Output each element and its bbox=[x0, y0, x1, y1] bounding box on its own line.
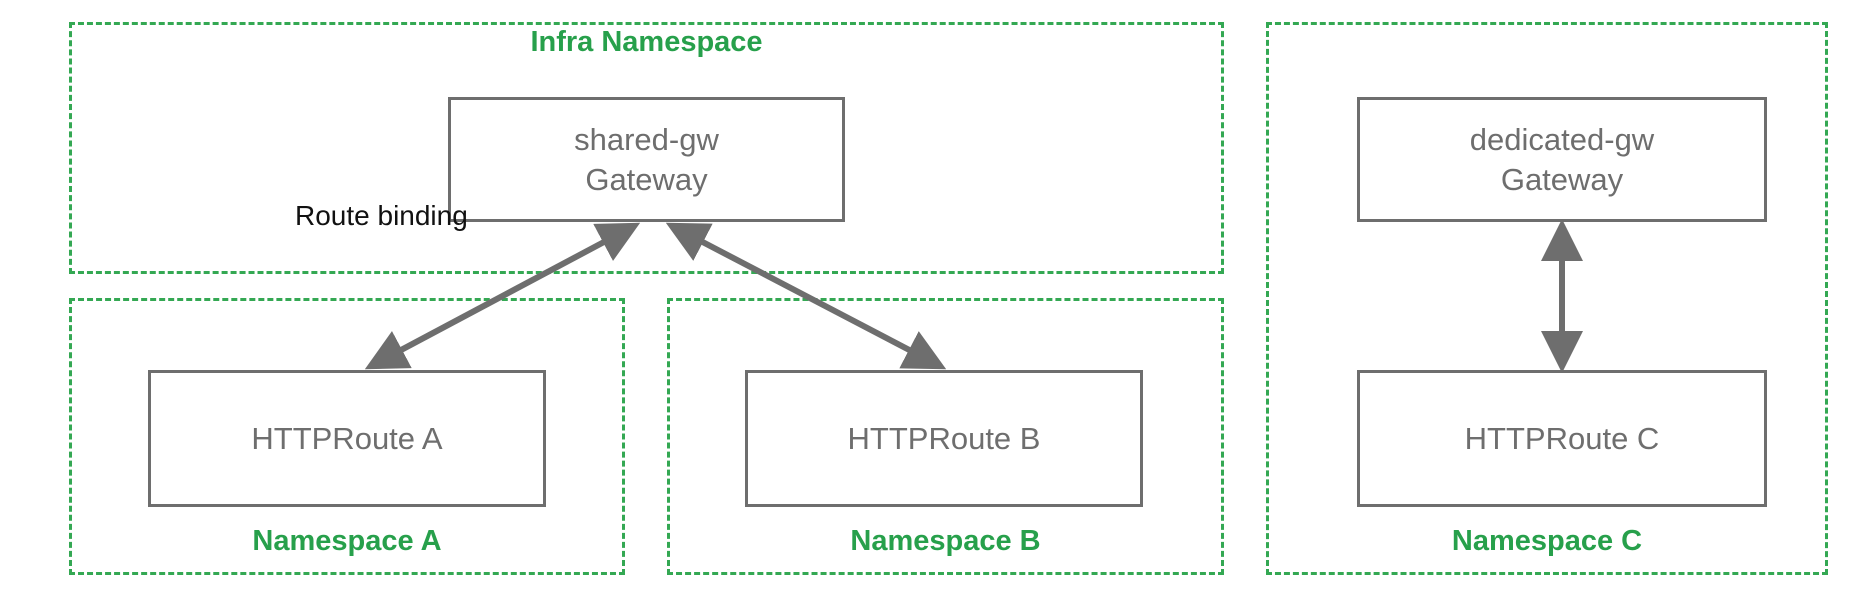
node-httproute-a-label: HTTPRoute A bbox=[251, 420, 443, 456]
node-dedicated-gw-gateway-label: dedicated-gw Gateway bbox=[1469, 121, 1655, 197]
node-httproute-b[interactable]: HTTPRoute B bbox=[745, 370, 1143, 507]
namespace-label-c: Namespace C bbox=[1451, 525, 1643, 557]
node-httproute-c[interactable]: HTTPRoute C bbox=[1357, 370, 1767, 507]
node-shared-gw-gateway-label: shared-gw Gateway bbox=[574, 121, 719, 197]
namespace-box-a bbox=[69, 298, 625, 575]
node-httproute-a[interactable]: HTTPRoute A bbox=[148, 370, 546, 507]
namespace-label-infra: Infra Namespace bbox=[530, 26, 763, 58]
node-shared-gw-gateway[interactable]: shared-gw Gateway bbox=[448, 97, 845, 222]
node-httproute-b-label: HTTPRoute B bbox=[847, 420, 1041, 456]
namespace-label-a: Namespace A bbox=[252, 525, 442, 557]
node-dedicated-gw-gateway[interactable]: dedicated-gw Gateway bbox=[1357, 97, 1767, 222]
namespace-box-c bbox=[1266, 22, 1828, 575]
edge-label-route-binding: Route binding bbox=[295, 200, 468, 231]
namespace-box-infra bbox=[69, 22, 1224, 274]
namespace-label-b: Namespace B bbox=[850, 525, 1041, 557]
node-httproute-c-label: HTTPRoute C bbox=[1464, 420, 1660, 456]
